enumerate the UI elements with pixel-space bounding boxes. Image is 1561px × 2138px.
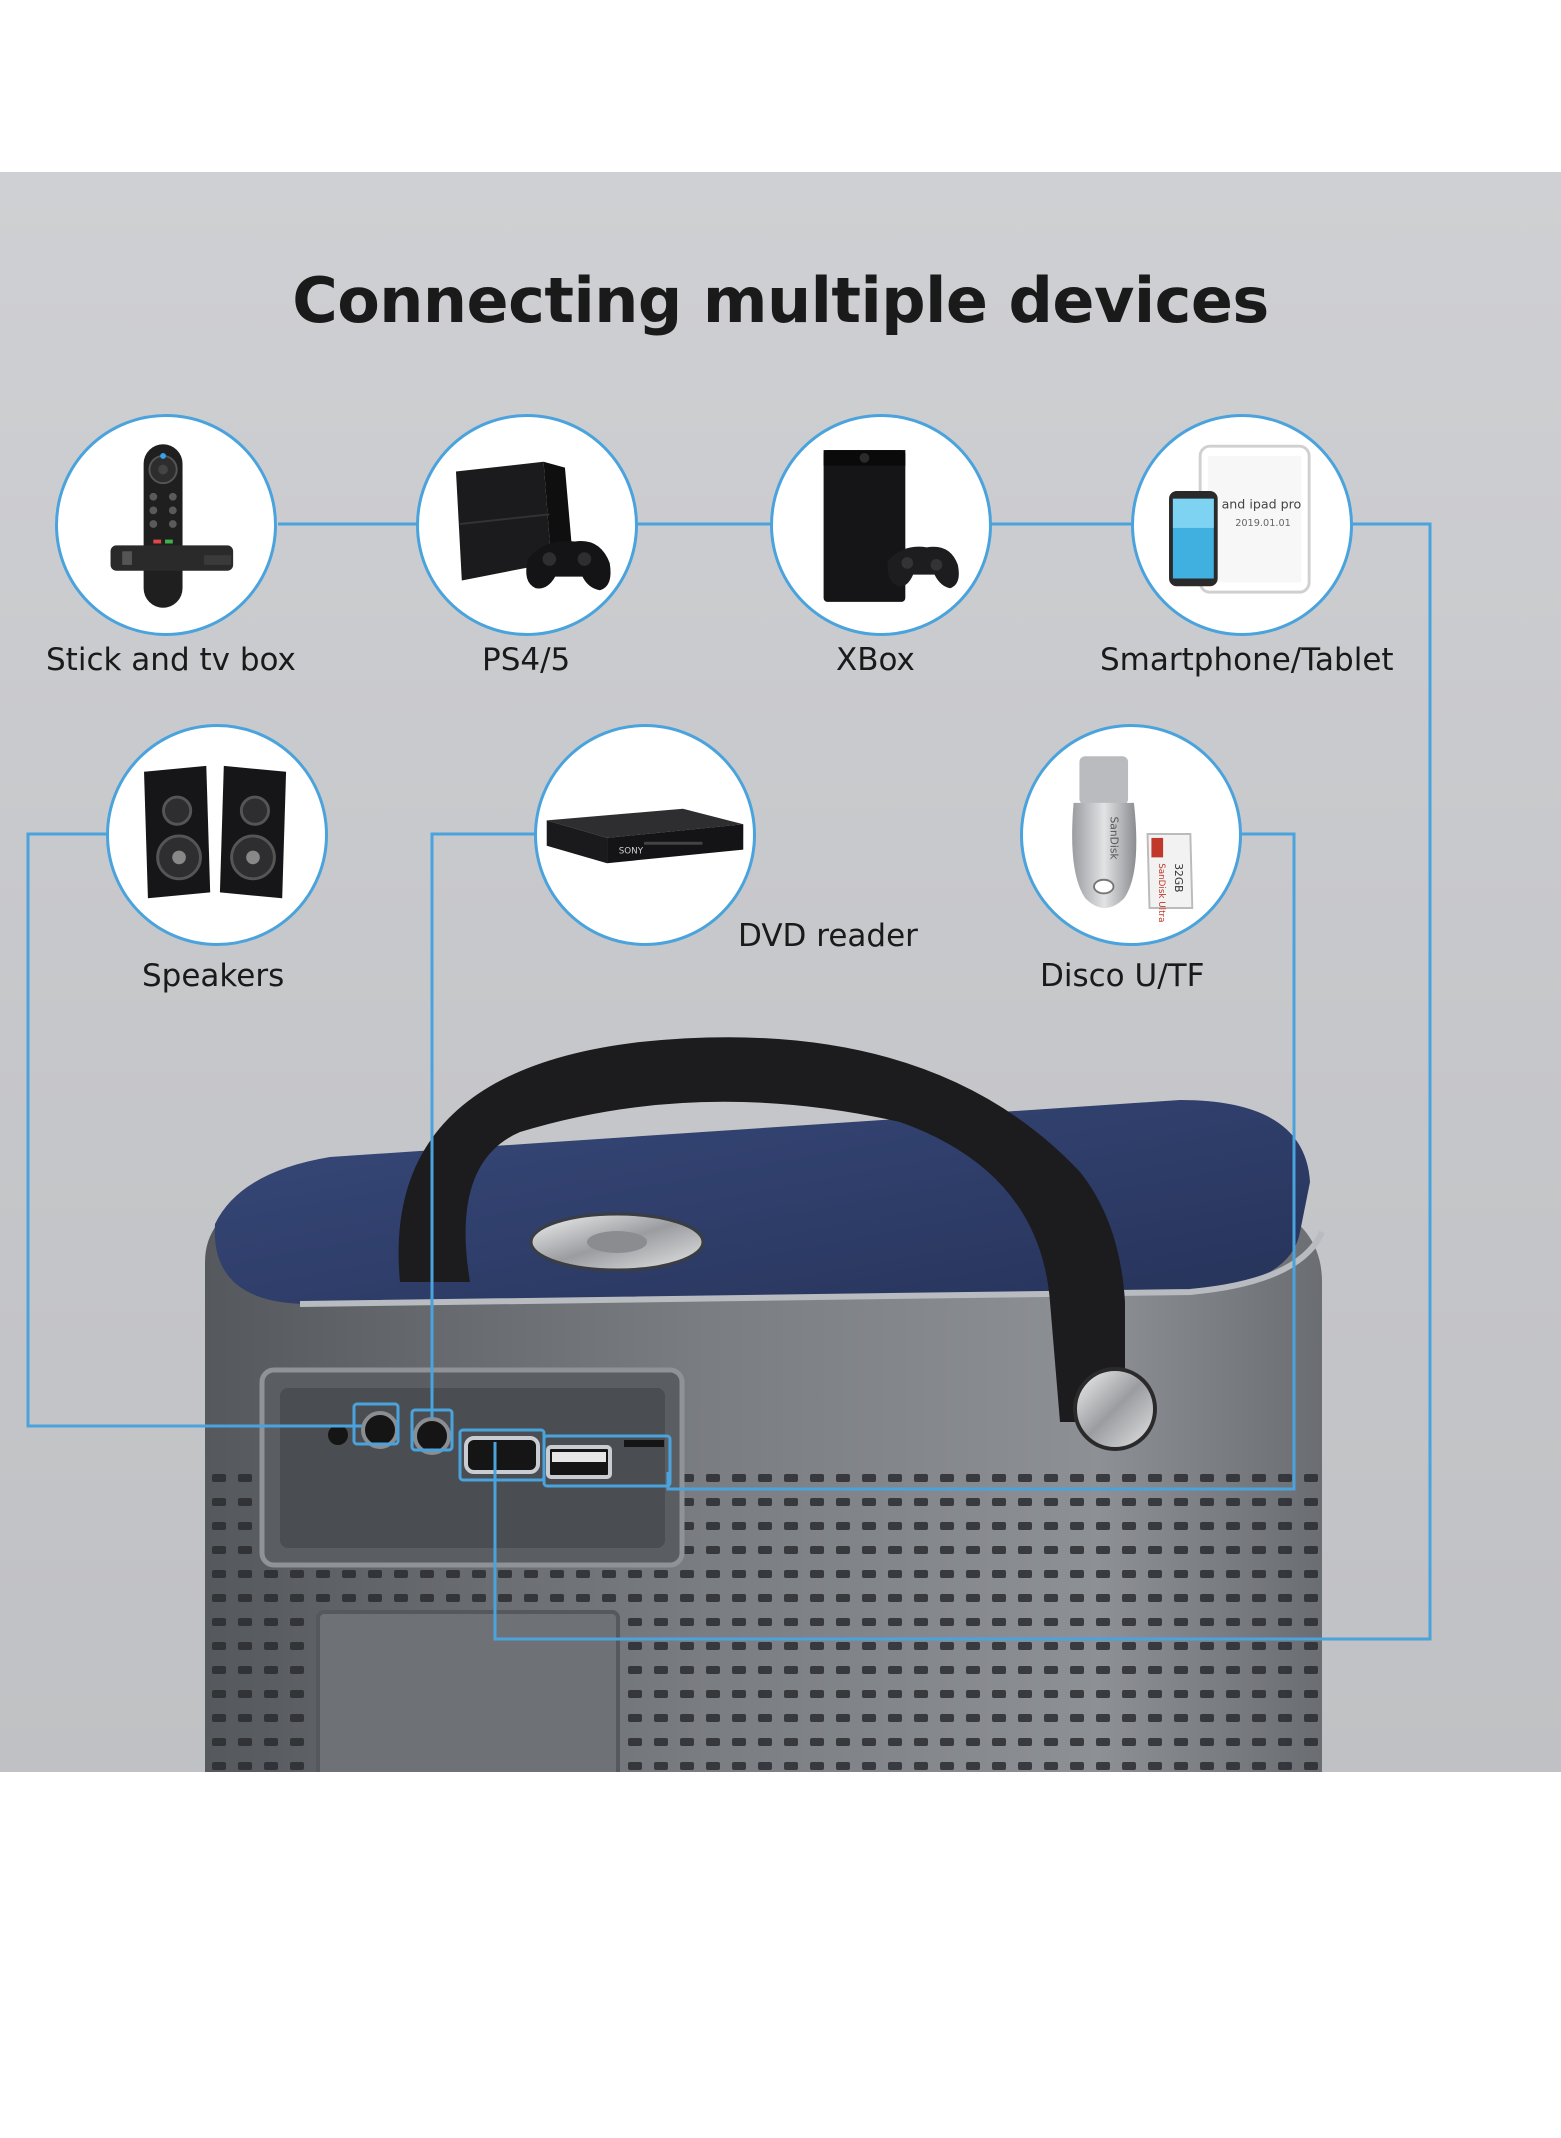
tablet-text-2: 2019.01.01: [1235, 518, 1291, 529]
ps-console-icon: [455, 461, 611, 591]
speakers-icon: [144, 765, 287, 899]
device-disco-utf: SanDisk SanDisk Ultra 32GB: [1020, 724, 1242, 946]
device-speakers: [106, 724, 328, 946]
label-dvd-reader: DVD reader: [738, 918, 918, 954]
label-speakers: Speakers: [142, 958, 285, 994]
label-stick-tv-box: Stick and tv box: [46, 642, 296, 678]
usb-sd-card-icon: SanDisk SanDisk Ultra 32GB: [1072, 756, 1194, 922]
tablet-text-1: and ipad pro: [1222, 496, 1302, 511]
projector-illustration: [205, 1037, 1325, 1772]
label-ps4-5: PS4/5: [482, 642, 571, 678]
device-dvd-reader: SONY: [534, 724, 756, 946]
dvd-player-icon: SONY: [546, 808, 744, 864]
page-title: Connecting multiple devices: [292, 264, 1269, 337]
phone-tablet-icon: and ipad pro 2019.01.01: [1169, 444, 1311, 594]
device-ps4-5: [416, 414, 638, 636]
label-smartphone-tablet: Smartphone/Tablet: [1100, 642, 1394, 678]
device-smartphone-tablet: and ipad pro 2019.01.01: [1131, 414, 1353, 636]
tv-stick-remote-icon: [110, 444, 234, 608]
sd-brand-text: SanDisk Ultra: [1156, 863, 1166, 922]
label-xbox: XBox: [836, 642, 915, 678]
sd-size-text: 32GB: [1172, 863, 1185, 892]
dvd-brand-text: SONY: [619, 846, 644, 856]
usb-brand-text: SanDisk: [1108, 817, 1121, 861]
device-xbox: [770, 414, 992, 636]
device-tv-stick: [55, 414, 277, 636]
label-disco-utf: Disco U/TF: [1040, 958, 1205, 994]
connection-lines: [26, 522, 1432, 1641]
xbox-console-icon: [823, 450, 959, 602]
main-panel: Connecting multiple devices: [0, 172, 1561, 1772]
